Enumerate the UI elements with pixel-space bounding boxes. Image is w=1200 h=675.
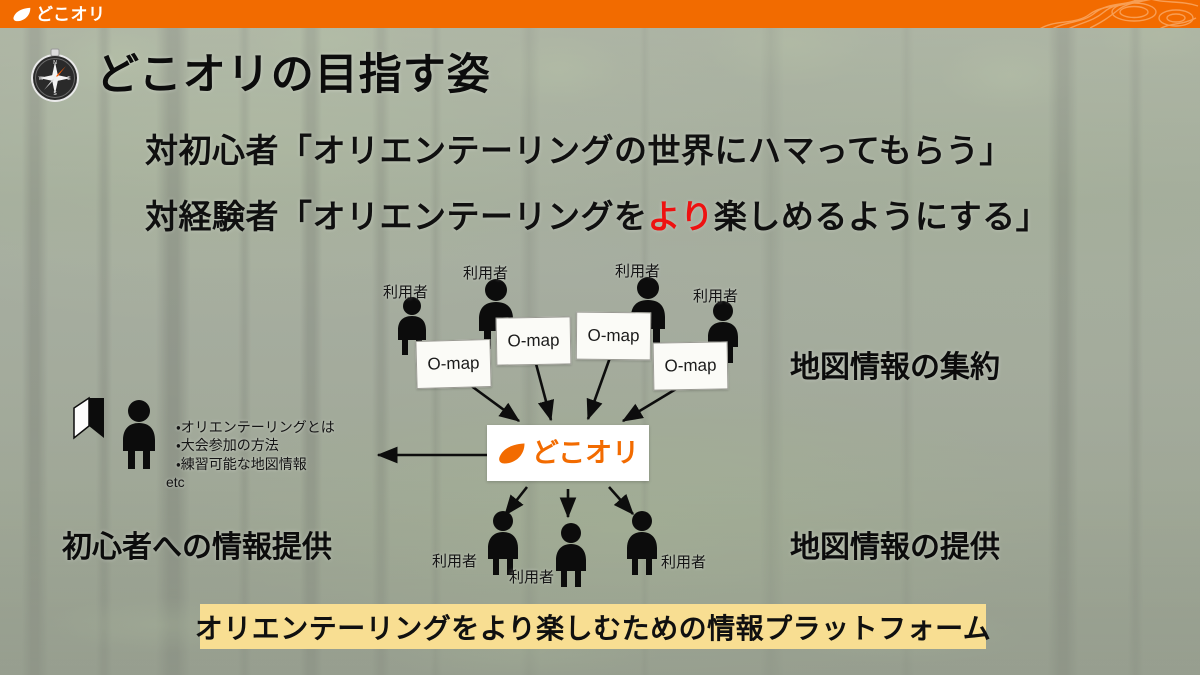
o-map-card: O-map — [575, 311, 652, 361]
person-icon — [488, 511, 518, 575]
summary-banner-text: オリエンテーリングをより楽しむための情報プラットフォーム — [194, 612, 992, 644]
o-map-card: O-map — [415, 339, 492, 389]
leaf-icon — [499, 443, 525, 463]
header-bar: どこオリ — [0, 0, 1200, 28]
user-label: 利用者 — [383, 284, 429, 301]
beginner-mark-icon — [73, 396, 104, 440]
subtitle-highlight: より — [647, 198, 714, 235]
user-label: 利用者 — [509, 569, 555, 586]
subtitle-experienced: 対経験者「オリエンテーリングをより楽しめるようにする」 — [145, 190, 1049, 238]
list-item: ・オリエンテーリングとは — [176, 419, 335, 435]
svg-text:W: W — [39, 76, 44, 82]
page-title: NE SW どこオリの目指す姿 — [26, 46, 491, 104]
header-logo-text: どこオリ — [36, 4, 106, 24]
topographic-contour-lines-icon — [1040, 0, 1199, 28]
subtitle-experienced-suffix: 楽しめるようにする」 — [713, 198, 1050, 235]
list-item: ・練習可能な地図情報 — [176, 455, 307, 472]
user-label: 利用者 — [693, 288, 739, 305]
dokoori-center-logo: どこオリ — [487, 425, 649, 481]
svg-text:S: S — [53, 91, 57, 97]
page-title-text: どこオリの目指す姿 — [96, 50, 491, 99]
svg-text:E: E — [67, 76, 71, 82]
person-icon — [627, 511, 657, 575]
label-map-provision: 地図情報の提供 — [790, 531, 1000, 564]
center-logo-text: どこオリ — [531, 437, 640, 468]
person-icon — [556, 523, 586, 587]
summary-banner: オリエンテーリングをより楽しむための情報プラットフォーム — [195, 604, 991, 649]
user-label: 利用者 — [615, 263, 661, 280]
user-label: 利用者 — [432, 553, 478, 570]
beginner-info-list: ・オリエンテーリングとは ・大会参加の方法 ・練習可能な地図情報 etc — [166, 418, 335, 492]
person-icon — [123, 400, 155, 469]
leaf-icon — [13, 7, 31, 21]
subtitle-experienced-prefix: 対経験者「オリエンテーリングを — [145, 198, 648, 235]
o-map-card: O-map — [652, 341, 729, 391]
label-beginner-info: 初心者への情報提供 — [62, 531, 332, 564]
user-label: 利用者 — [463, 265, 509, 282]
background-canopy — [0, 0, 1200, 300]
label-map-aggregation: 地図情報の集約 — [790, 351, 1000, 384]
compass-icon: NE SW — [31, 48, 79, 102]
user-label: 利用者 — [661, 554, 707, 571]
list-item: ・大会参加の方法 — [176, 437, 279, 454]
subtitle-beginner: 対初心者「オリエンテーリングの世界にハマってもらう」 — [145, 132, 1013, 169]
header-logo[interactable]: どこオリ — [12, 3, 106, 25]
o-map-card: O-map — [495, 316, 572, 366]
list-item-etc: etc — [166, 474, 185, 491]
